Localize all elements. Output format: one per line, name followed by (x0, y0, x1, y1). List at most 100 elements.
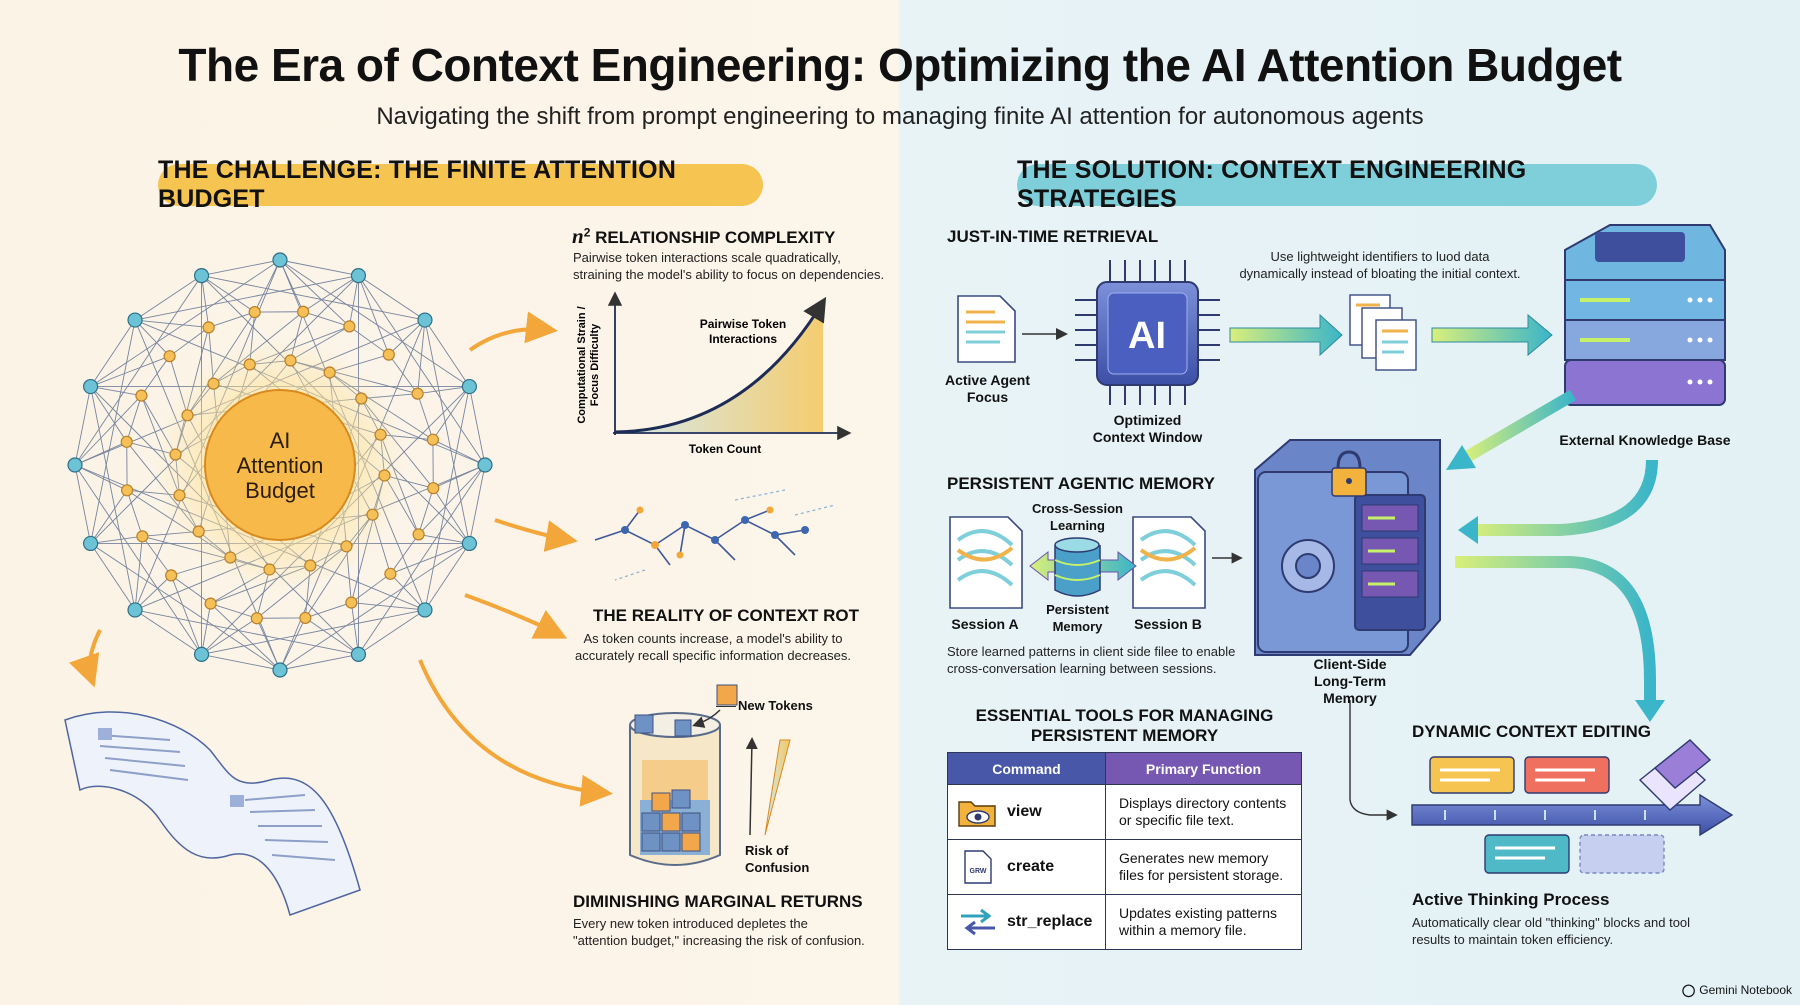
network-node (323, 366, 336, 379)
network-edge (350, 602, 359, 655)
attention-network-graphic: AI Attention Budget (67, 252, 493, 678)
network-node (412, 528, 425, 541)
network-edge (358, 275, 426, 321)
memory-desc: Store learned patterns in client side fi… (947, 643, 1235, 677)
network-edge (417, 319, 426, 394)
network-edge (279, 259, 350, 327)
network-edge (390, 573, 426, 611)
network-node (163, 350, 176, 363)
function-line-2: or specific file text. (1119, 812, 1235, 828)
network-node (345, 596, 358, 609)
network-edge (418, 533, 470, 544)
active-thinking-subheading: Active Thinking Process (1412, 890, 1610, 909)
network-edge (468, 386, 486, 466)
new-file-icon: GRW (957, 849, 999, 885)
network-edge (417, 386, 470, 395)
network-node (461, 378, 477, 395)
function-cell: Generates new memory files for persisten… (1105, 839, 1302, 895)
network-node (243, 358, 256, 371)
curve-label-1: Pairwise Token (700, 317, 786, 331)
network-edge (90, 319, 136, 544)
network-node (340, 540, 353, 553)
active-focus-label-1: Active Agent (944, 372, 1031, 388)
network-edge (90, 259, 281, 387)
network-node (382, 348, 395, 361)
network-edge (432, 386, 470, 440)
network-edge (358, 275, 390, 355)
page-subtitle: Navigating the shift from prompt enginee… (376, 103, 1424, 130)
network-edge (432, 487, 470, 544)
network-edge (390, 543, 470, 575)
network-edge (169, 327, 209, 357)
network-node (193, 646, 210, 662)
network-node (169, 448, 182, 461)
network-edge (134, 536, 143, 611)
chip-label: AI (1128, 315, 1166, 357)
network-edge (74, 275, 202, 466)
network-edge (358, 275, 486, 466)
network-node (343, 320, 356, 333)
network-edge (201, 275, 426, 321)
network-edge (201, 259, 281, 277)
network-edge (134, 319, 209, 328)
network-node (366, 508, 379, 521)
cross-session-label: Cross-Session Learning (1020, 500, 1135, 534)
network-edge (279, 543, 470, 671)
dynamic-desc-line-2: results to maintain token efficiency. (1412, 932, 1614, 947)
network-edge (388, 354, 418, 394)
swap-arrows-icon (957, 904, 999, 940)
network-edge (210, 603, 257, 619)
context-rot-desc: As token counts increase, a model's abil… (573, 630, 853, 664)
stacked-files-icon (1349, 294, 1417, 371)
n-symbol: n (572, 224, 584, 248)
network-edge (210, 603, 281, 671)
network-node (477, 457, 493, 473)
network-edge (142, 536, 172, 576)
table-row: str_replace Updates existing patterns wi… (947, 894, 1302, 950)
diminishing-heading: DIMINISHING MARGINAL RETURNS (573, 892, 863, 911)
risk-label-1: Risk of (745, 843, 789, 858)
core-label-3: Budget (245, 478, 315, 503)
knowledge-base-label: External Knowledge Base (1559, 432, 1731, 448)
command-name: create (1007, 858, 1055, 875)
dynamic-desc-line-1: Automatically clear old "thinking" block… (1412, 915, 1691, 930)
memory-heading: PERSISTENT AGENTIC MEMORY (947, 474, 1215, 493)
network-node (120, 435, 133, 448)
chart-y-label-2: Focus Difficulty (589, 323, 601, 406)
session-a-label: Session A (951, 616, 1019, 632)
function-line-1: Displays directory contents (1119, 795, 1287, 811)
cross-session-label-2: Learning (1050, 518, 1105, 533)
tools-header-row: Command Primary Function (947, 752, 1302, 785)
network-edge (417, 393, 434, 440)
token-jar-illustration (629, 684, 791, 866)
relationship-heading-text: RELATIONSHIP COMPLEXITY (595, 228, 836, 247)
network-edge (126, 395, 142, 442)
network-edge (418, 488, 434, 535)
network-edge (74, 395, 142, 466)
network-edge (388, 319, 426, 355)
page-title: The Era of Context Engineering: Optimizi… (178, 39, 1622, 91)
network-node (355, 392, 368, 405)
network-edge (74, 464, 128, 491)
network-edge (351, 573, 391, 603)
cross-session-label-1: Cross-Session (1031, 501, 1124, 516)
network-edge (90, 490, 128, 544)
tools-heading-2: PERSISTENT MEMORY (1030, 726, 1219, 745)
network-edge (134, 609, 202, 655)
network-node (384, 567, 397, 580)
network-edge (348, 275, 359, 327)
n-exponent: 2 (583, 225, 591, 240)
function-line-1: Generates new memory (1119, 850, 1269, 866)
network-node (272, 662, 288, 678)
network-edge (279, 653, 359, 671)
network-node (127, 602, 143, 618)
persistent-memory-label-1: Persistent (1046, 602, 1109, 617)
network-edge (74, 441, 127, 466)
relationship-desc-line-2: straining the model's ability to focus o… (573, 267, 885, 282)
network-edge (134, 319, 170, 357)
curve-area (615, 302, 823, 432)
context-rot-desc-line-1: As token counts increase, a model's abil… (583, 631, 843, 646)
table-row: GRW create Generates new memory files fo… (947, 839, 1302, 895)
context-rot-network-icon (594, 489, 836, 581)
